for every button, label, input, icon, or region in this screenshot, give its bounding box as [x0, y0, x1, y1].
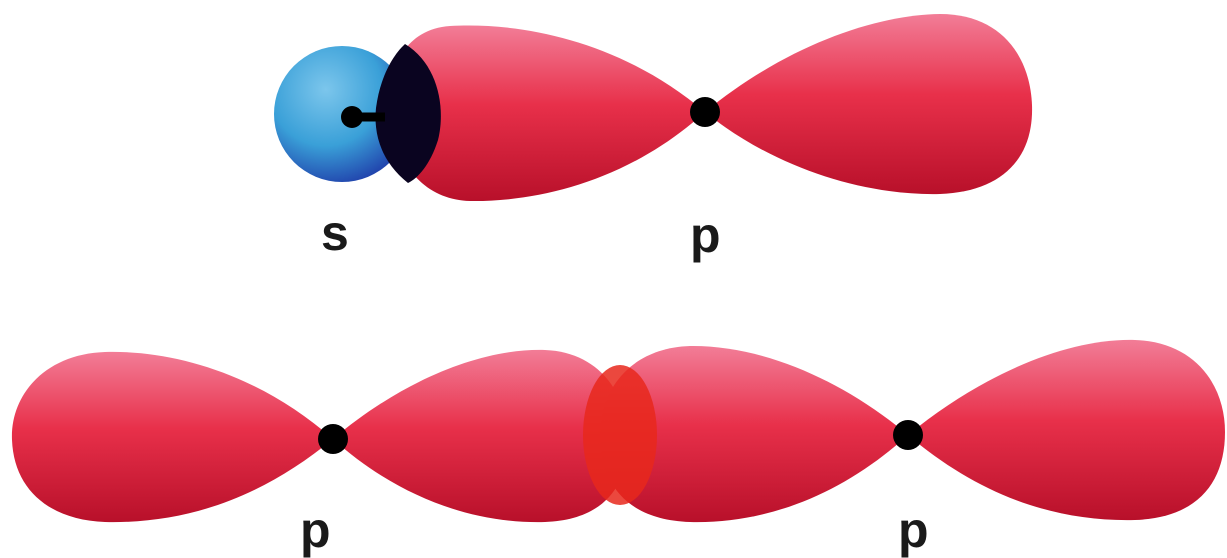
p-orbital-right-lobe [705, 14, 1033, 195]
s-p-overlap-region [375, 44, 441, 183]
s-orbital-label: s [321, 205, 349, 261]
p1-left-lobe [11, 351, 334, 523]
p-orbital-label-bottom-left: p [300, 502, 331, 558]
p-p-overlap-region [583, 365, 657, 505]
p-p-overlap-group [11, 339, 1225, 523]
p2-right-lobe [908, 339, 1225, 521]
p2-nucleus-dot [893, 420, 923, 450]
p2-left-lobe [600, 345, 908, 523]
s-nucleus-dot [341, 106, 363, 128]
p1-right-lobe [333, 349, 628, 523]
s-p-overlap-group [274, 14, 1033, 202]
p1-nucleus-dot [318, 424, 348, 454]
p-nucleus-dot [690, 97, 720, 127]
p-orbital-left-lobe [390, 25, 705, 202]
p-orbital-label-top: p [690, 207, 721, 263]
p-orbital-label-bottom-right: p [898, 502, 929, 558]
